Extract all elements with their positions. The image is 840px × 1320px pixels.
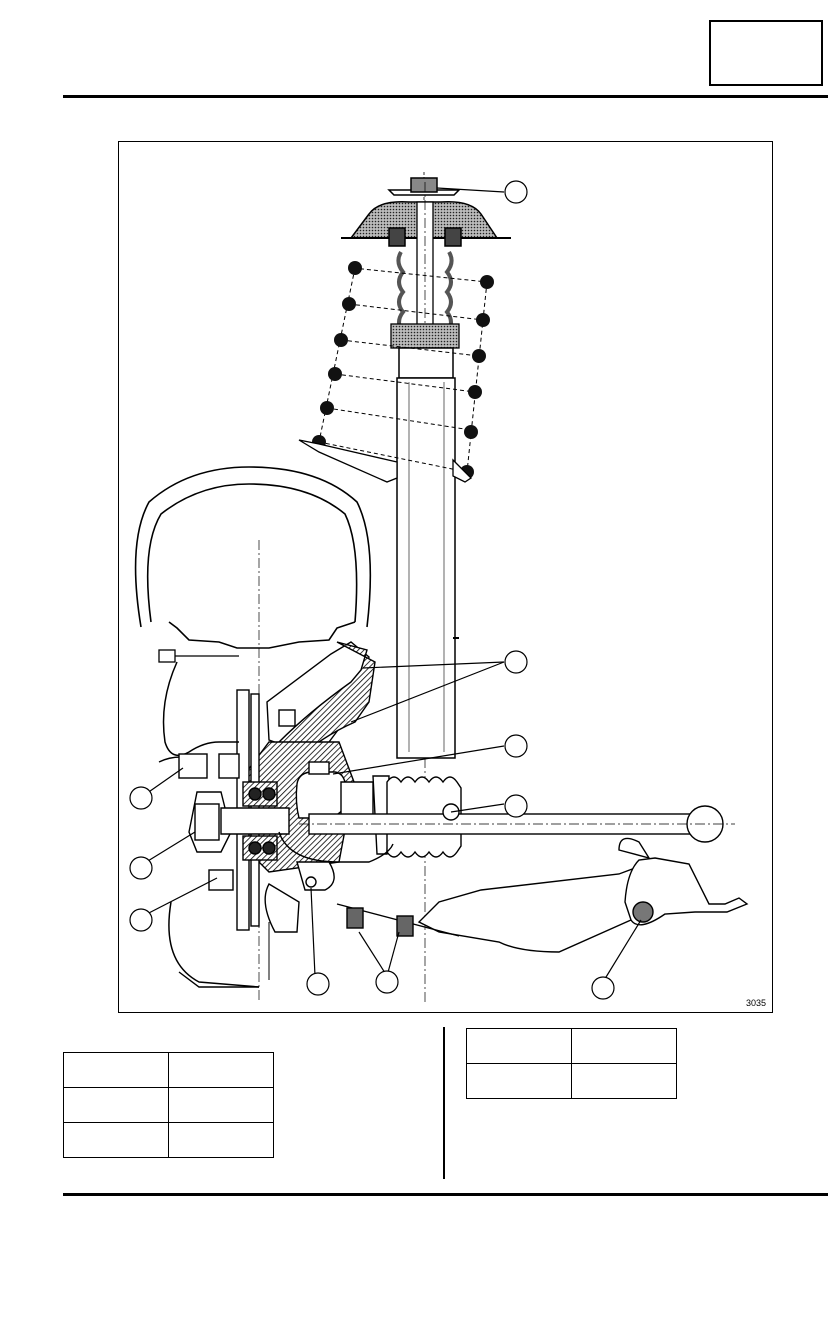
ball-joints <box>295 761 347 891</box>
callout-1 <box>504 180 528 204</box>
suspension-drawing <box>129 172 749 1002</box>
lower-arm <box>336 837 749 953</box>
suspension-figure: 3035 <box>118 141 773 1013</box>
table-row <box>63 1052 274 1088</box>
steering-rack <box>278 775 735 863</box>
callout-2 <box>504 650 528 674</box>
table-row <box>466 1028 677 1064</box>
callout-6 <box>129 856 153 880</box>
torque-table-left <box>63 1052 274 1158</box>
table-row <box>63 1087 274 1123</box>
strut-body <box>396 347 456 759</box>
table-cell <box>63 1087 169 1123</box>
callout-8 <box>306 972 330 996</box>
table-cell <box>63 1052 169 1088</box>
table-cell <box>571 1028 677 1064</box>
callout-7 <box>129 908 153 932</box>
callout-4 <box>504 794 528 818</box>
callout-3 <box>504 734 528 758</box>
callout-9 <box>375 970 399 994</box>
header-rule <box>63 95 828 98</box>
column-divider <box>443 1027 445 1179</box>
footer-rule <box>63 1193 828 1196</box>
table-row <box>466 1063 677 1099</box>
callout-5 <box>129 786 153 810</box>
leader-lines <box>142 187 642 983</box>
figure-number: 3035 <box>745 998 766 1008</box>
table-cell <box>466 1063 572 1099</box>
table-cell <box>571 1063 677 1099</box>
table-cell <box>63 1122 169 1158</box>
wheel-hub <box>178 709 300 933</box>
callout-10 <box>591 976 615 1000</box>
table-row <box>63 1122 274 1158</box>
spring-seat <box>298 439 398 483</box>
table-cell <box>168 1052 274 1088</box>
callout-circles <box>129 180 615 1000</box>
coil-sections <box>312 261 494 479</box>
table-cell <box>168 1087 274 1123</box>
table-cell <box>466 1028 572 1064</box>
torque-table-right <box>466 1028 677 1099</box>
page-corner-box <box>709 20 823 86</box>
table-cell <box>168 1122 274 1158</box>
